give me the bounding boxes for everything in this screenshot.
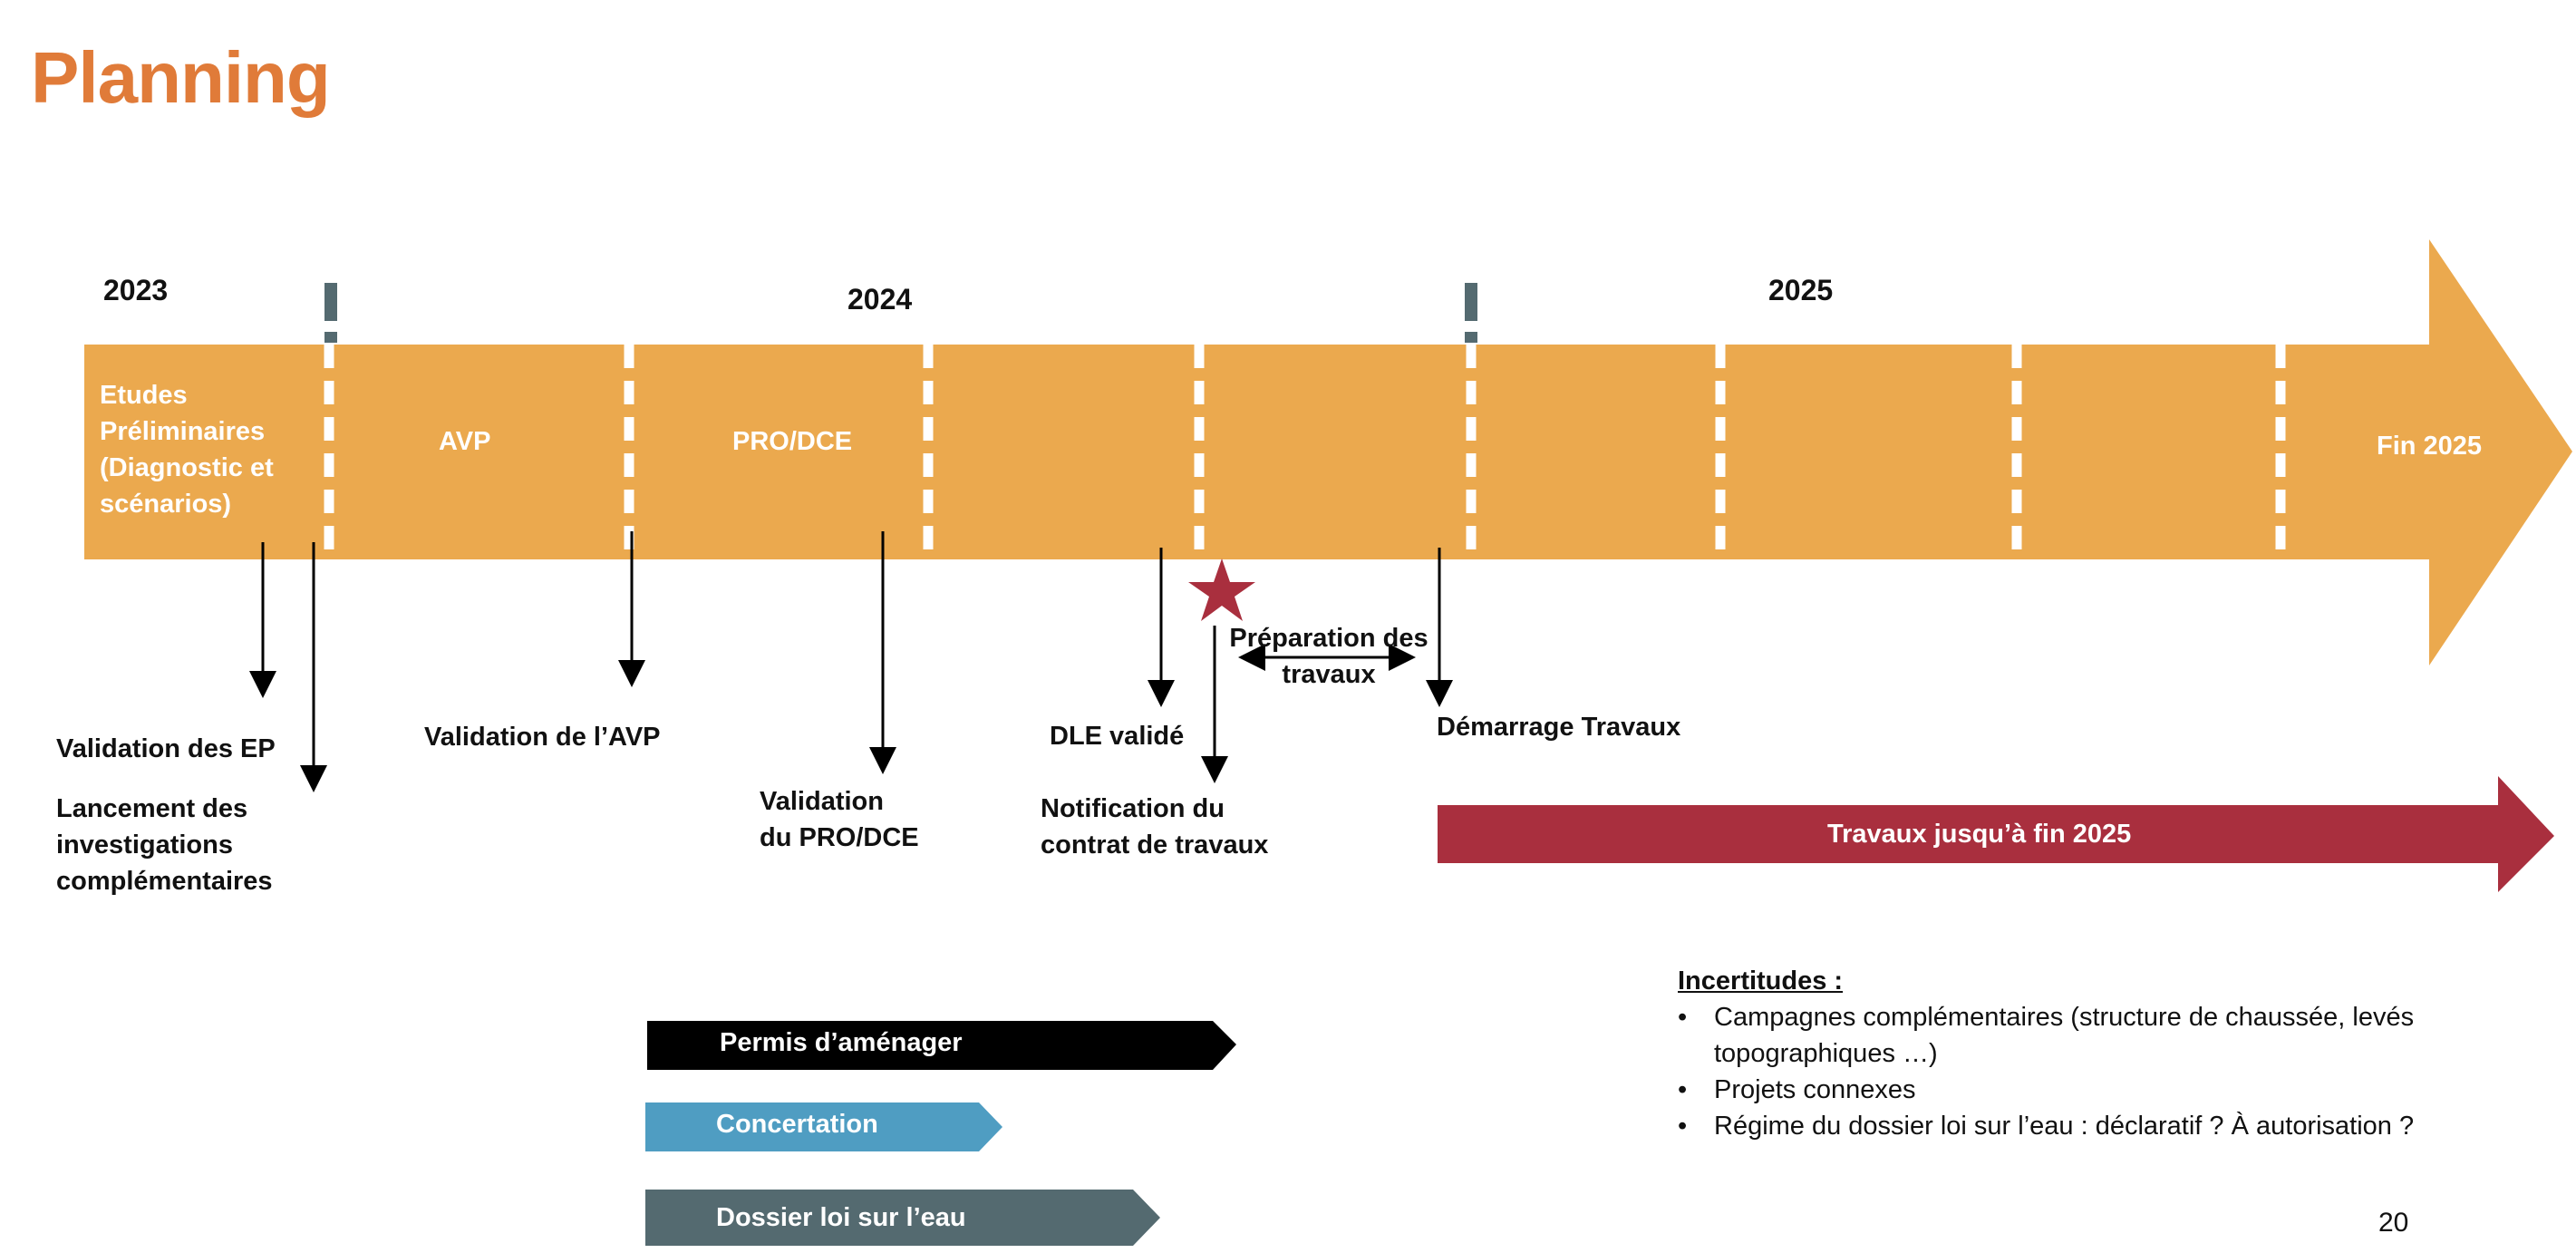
year-marker-2025-small bbox=[1465, 332, 1477, 343]
year-marker-2024-small bbox=[324, 332, 337, 343]
dossier-eau-bar bbox=[645, 1190, 1160, 1246]
label-lancement: Lancement des investigations complémenta… bbox=[56, 794, 273, 896]
uncertainties-list: Campagnes complémentaires (structure de … bbox=[1678, 999, 2494, 1144]
phase-pro-dce: PRO/DCE bbox=[732, 427, 853, 456]
travaux-bar bbox=[1438, 776, 2554, 892]
label-permis: Permis d’aménager bbox=[720, 1028, 963, 1057]
list-item: Campagnes complémentaires (structure de … bbox=[1678, 999, 2494, 1072]
phase-fin-2025: Fin 2025 bbox=[2377, 432, 2483, 461]
year-2024: 2024 bbox=[847, 283, 913, 316]
star-icon bbox=[1188, 559, 1255, 621]
label-validation-avp: Validation de l’AVP bbox=[424, 723, 661, 752]
timeline-arrow bbox=[84, 239, 2572, 665]
year-2023: 2023 bbox=[103, 274, 169, 306]
year-marker-2024 bbox=[324, 283, 337, 321]
list-item: Régime du dossier loi sur l’eau : déclar… bbox=[1678, 1108, 2494, 1144]
uncertainties-box: Incertitudes : Campagnes complémentaires… bbox=[1678, 963, 2494, 1144]
label-notification: Notification du contrat de travaux bbox=[1041, 794, 1269, 860]
phase-avp: AVP bbox=[439, 427, 491, 456]
label-dossier-eau: Dossier loi sur l’eau bbox=[716, 1203, 966, 1232]
label-validation-pro: Validation du PRO/DCE bbox=[760, 787, 919, 852]
concertation-bar bbox=[645, 1102, 1002, 1151]
page-title: Planning bbox=[31, 37, 331, 118]
label-demarrage: Démarrage Travaux bbox=[1437, 713, 1681, 742]
list-item: Projets connexes bbox=[1678, 1072, 2494, 1108]
page-number: 20 bbox=[2378, 1208, 2409, 1238]
phase-etudes: Etudes Préliminaires (Diagnostic et scén… bbox=[100, 381, 274, 519]
label-travaux: Travaux jusqu’à fin 2025 bbox=[1827, 820, 2132, 849]
uncertainties-title: Incertitudes : bbox=[1678, 966, 1844, 996]
label-validation-ep: Validation des EP bbox=[56, 734, 276, 763]
year-2025: 2025 bbox=[1768, 274, 1834, 306]
label-concertation: Concertation bbox=[716, 1110, 878, 1139]
permis-bar bbox=[647, 1021, 1236, 1070]
label-preparation: Préparation des travaux bbox=[1229, 624, 1428, 689]
label-dle: DLE validé bbox=[1050, 722, 1185, 751]
year-marker-2025 bbox=[1465, 283, 1477, 321]
